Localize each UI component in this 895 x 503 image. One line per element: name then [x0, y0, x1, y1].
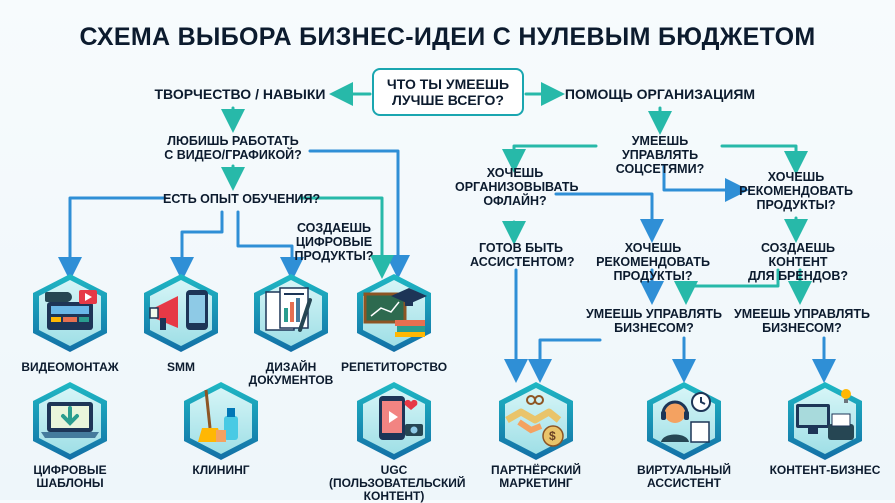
- outcome-label-content-business: КОНТЕНТ-БИЗНЕС: [769, 463, 881, 477]
- arrow-offline-to-recmid: [554, 192, 664, 243]
- download-laptop-icon: [29, 380, 111, 462]
- arrow-teach-to-docs: [236, 210, 304, 281]
- question-digital-products: СОЗДАЕШЬ ЦИФРОВЫЕ ПРОДУКТЫ?: [294, 221, 374, 263]
- question-manage-business-right: УМЕЕШЬ УПРАВЛЯТЬ БИЗНЕСОМ?: [734, 307, 870, 335]
- question-offline: ХОЧЕШЬ ОРГАНИЗОВЫВАТЬ ОФЛАЙН?: [455, 166, 579, 208]
- outcome-label-video-editing: ВИДЕОМОНТАЖ: [21, 360, 119, 374]
- arrow-brand-to-managemid: [674, 268, 780, 305]
- question-social-media: УМЕЕШЬ УПРАВЛЯТЬ СОЦСЕТЯМИ?: [615, 134, 705, 176]
- arrow-video-q-to-tutoring: [308, 149, 410, 279]
- outcome-label-affiliate-marketing: ПАРТНЁРСКИЙ МАРКЕТИНГ: [490, 463, 582, 491]
- document-design-icon: [250, 272, 332, 354]
- question-video-graphics: ЛЮБИШЬ РАБОТАТЬ С ВИДЕО/ГРАФИКОЙ?: [164, 134, 302, 162]
- right-branch-label: ПОМОЩЬ ОРГАНИЗАЦИЯМ: [564, 86, 756, 102]
- outcome-label-smm: SMM: [167, 360, 195, 374]
- arrow-social-to-offline: [502, 144, 598, 173]
- svg-text:$: $: [549, 429, 556, 443]
- arrow-managemid-to-affiliate: [528, 338, 602, 383]
- outcome-label-cleaning: КЛИНИНГ: [192, 463, 250, 477]
- question-assistant: ГОТОВ БЫТЬ АССИСТЕНТОМ?: [470, 241, 575, 269]
- megaphone-phone-icon: [140, 272, 222, 354]
- arrow-teach-to-smm: [170, 210, 224, 281]
- question-recommend-mid: ХОЧЕШЬ РЕКОМЕНДОВАТЬ ПРОДУКТЫ?: [596, 241, 710, 283]
- arrow-teach-to-video: [58, 196, 167, 281]
- question-manage-business-mid: УМЕЕШЬ УПРАВЛЯТЬ БИЗНЕСОМ?: [586, 307, 722, 335]
- outcome-label-ugc: UGC (ПОЛЬЗОВАТЕЛЬСКИЙ КОНТЕНТ): [329, 463, 466, 503]
- center-question-box: ЧТО ТЫ УМЕЕШЬ ЛУЧШЕ ВСЕГО?: [372, 68, 524, 116]
- question-teaching-experience: ЕСТЬ ОПЫТ ОБУЧЕНИЯ?: [163, 192, 321, 206]
- arrow-social-to-recommend: [720, 144, 808, 175]
- arrow-teach-to-tutor: [298, 196, 394, 279]
- outcome-label-virtual-assistant: ВИРТУАЛЬНЫЙ АССИСТЕНТ: [637, 463, 731, 491]
- computer-typewriter-icon: [784, 380, 866, 462]
- cleaning-supplies-icon: [180, 380, 262, 462]
- handshake-money-icon: $: [495, 380, 577, 462]
- phone-camera-icon: [353, 380, 435, 462]
- outcome-label-document-design: ДИЗАЙН ДОКУМЕНТОВ: [248, 360, 334, 388]
- left-branch-label: ТВОРЧЕСТВО / НАВЫКИ: [154, 86, 326, 102]
- page-title: СХЕМА ВЫБОРА БИЗНЕС-ИДЕИ С НУЛЕВЫМ БЮДЖЕ…: [79, 23, 816, 51]
- headset-clock-icon: [643, 380, 725, 462]
- chalkboard-graduation-icon: [353, 272, 435, 354]
- outcome-label-digital-templates: ЦИФРОВЫЕ ШАБЛОНЫ: [33, 463, 107, 491]
- question-brand-content: СОЗДАЕШЬ КОНТЕНТ ДЛЯ БРЕНДОВ?: [747, 241, 849, 283]
- question-recommend-right: ХОЧЕШЬ РЕКОМЕНДОВАТЬ ПРОДУКТЫ?: [739, 170, 853, 212]
- arrow-social-to-recommend-2: [662, 164, 749, 202]
- center-question-text: ЧТО ТЫ УМЕЕШЬ ЛУЧШЕ ВСЕГО?: [386, 75, 510, 108]
- video-editing-icon: [29, 272, 111, 354]
- outcome-label-tutoring: РЕПЕТИТОРСТВО: [340, 360, 448, 374]
